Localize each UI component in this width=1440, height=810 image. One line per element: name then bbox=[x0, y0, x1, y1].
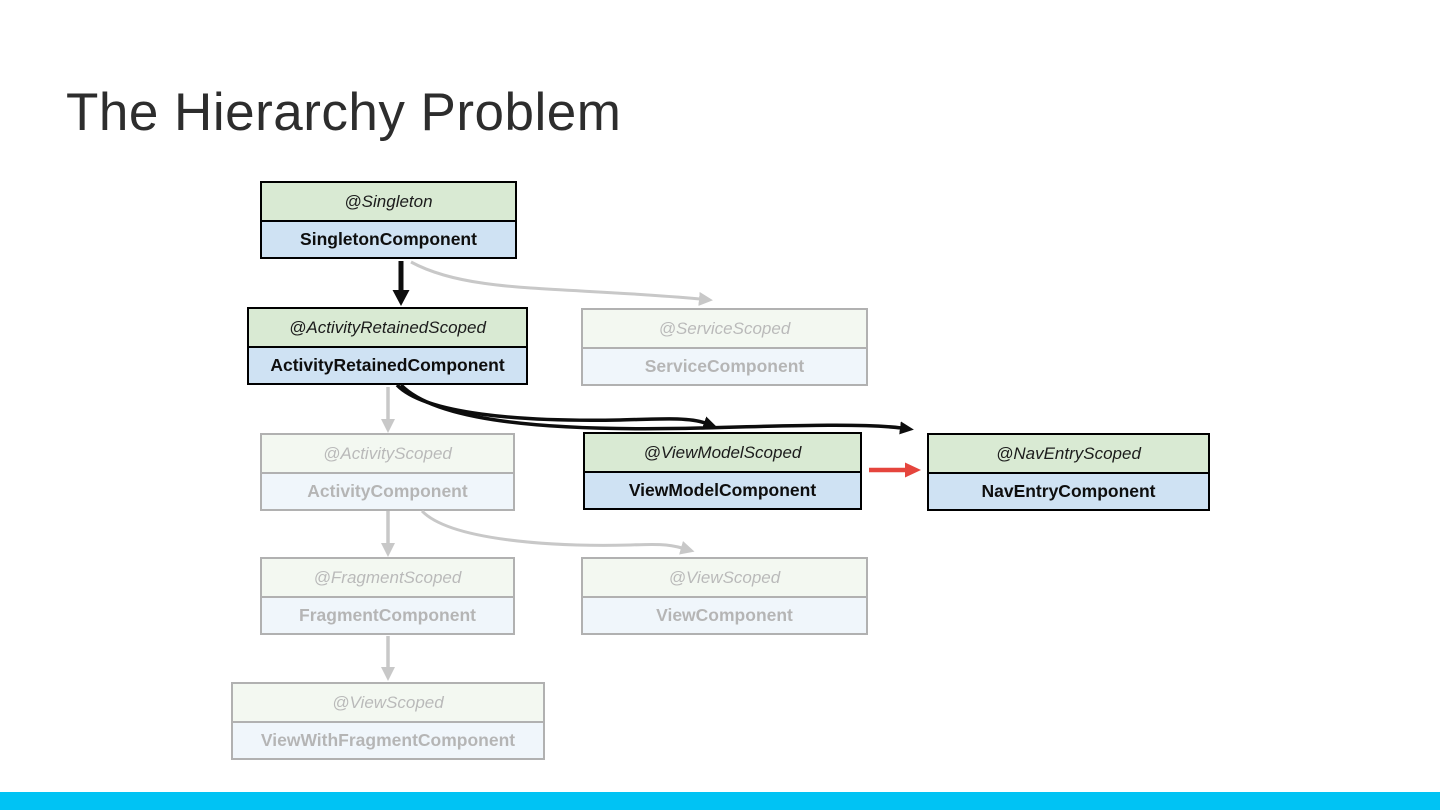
box-fragment: @FragmentScoped FragmentComponent bbox=[260, 557, 515, 635]
arrow-singleton-to-service bbox=[410, 260, 713, 306]
scope-label: @ViewScoped bbox=[233, 684, 543, 723]
box-naventry: @NavEntryScoped NavEntryComponent bbox=[927, 433, 1210, 511]
scope-label: @ServiceScoped bbox=[583, 310, 866, 349]
box-viewmodel: @ViewModelScoped ViewModelComponent bbox=[583, 432, 862, 510]
scope-label: @FragmentScoped bbox=[262, 559, 513, 598]
arrow-activity-to-view bbox=[420, 509, 695, 555]
scope-label: @ViewModelScoped bbox=[585, 434, 860, 473]
box-activity: @ActivityScoped ActivityComponent bbox=[260, 433, 515, 511]
arrow-activityretained-to-viewmodel bbox=[395, 383, 718, 429]
component-label: ServiceComponent bbox=[583, 349, 866, 384]
box-view: @ViewScoped ViewComponent bbox=[581, 557, 868, 635]
slide-title: The Hierarchy Problem bbox=[66, 83, 622, 142]
scope-label: @ActivityRetainedScoped bbox=[249, 309, 526, 348]
component-label: NavEntryComponent bbox=[929, 474, 1208, 509]
component-label: ViewWithFragmentComponent bbox=[233, 723, 543, 758]
component-label: ActivityComponent bbox=[262, 474, 513, 509]
component-label: ViewModelComponent bbox=[585, 473, 860, 508]
box-singleton: @Singleton SingletonComponent bbox=[260, 181, 517, 259]
box-service: @ServiceScoped ServiceComponent bbox=[581, 308, 868, 386]
box-activity-retained: @ActivityRetainedScoped ActivityRetained… bbox=[247, 307, 528, 385]
scope-label: @Singleton bbox=[262, 183, 515, 222]
arrow-activityretained-to-naventry bbox=[399, 383, 914, 435]
scope-label: @ViewScoped bbox=[583, 559, 866, 598]
slide-accent-bar bbox=[0, 792, 1440, 810]
scope-label: @ActivityScoped bbox=[262, 435, 513, 474]
component-label: ViewComponent bbox=[583, 598, 866, 633]
component-label: FragmentComponent bbox=[262, 598, 513, 633]
scope-label: @NavEntryScoped bbox=[929, 435, 1208, 474]
box-view-with-fragment: @ViewScoped ViewWithFragmentComponent bbox=[231, 682, 545, 760]
component-label: SingletonComponent bbox=[262, 222, 515, 257]
component-label: ActivityRetainedComponent bbox=[249, 348, 526, 383]
